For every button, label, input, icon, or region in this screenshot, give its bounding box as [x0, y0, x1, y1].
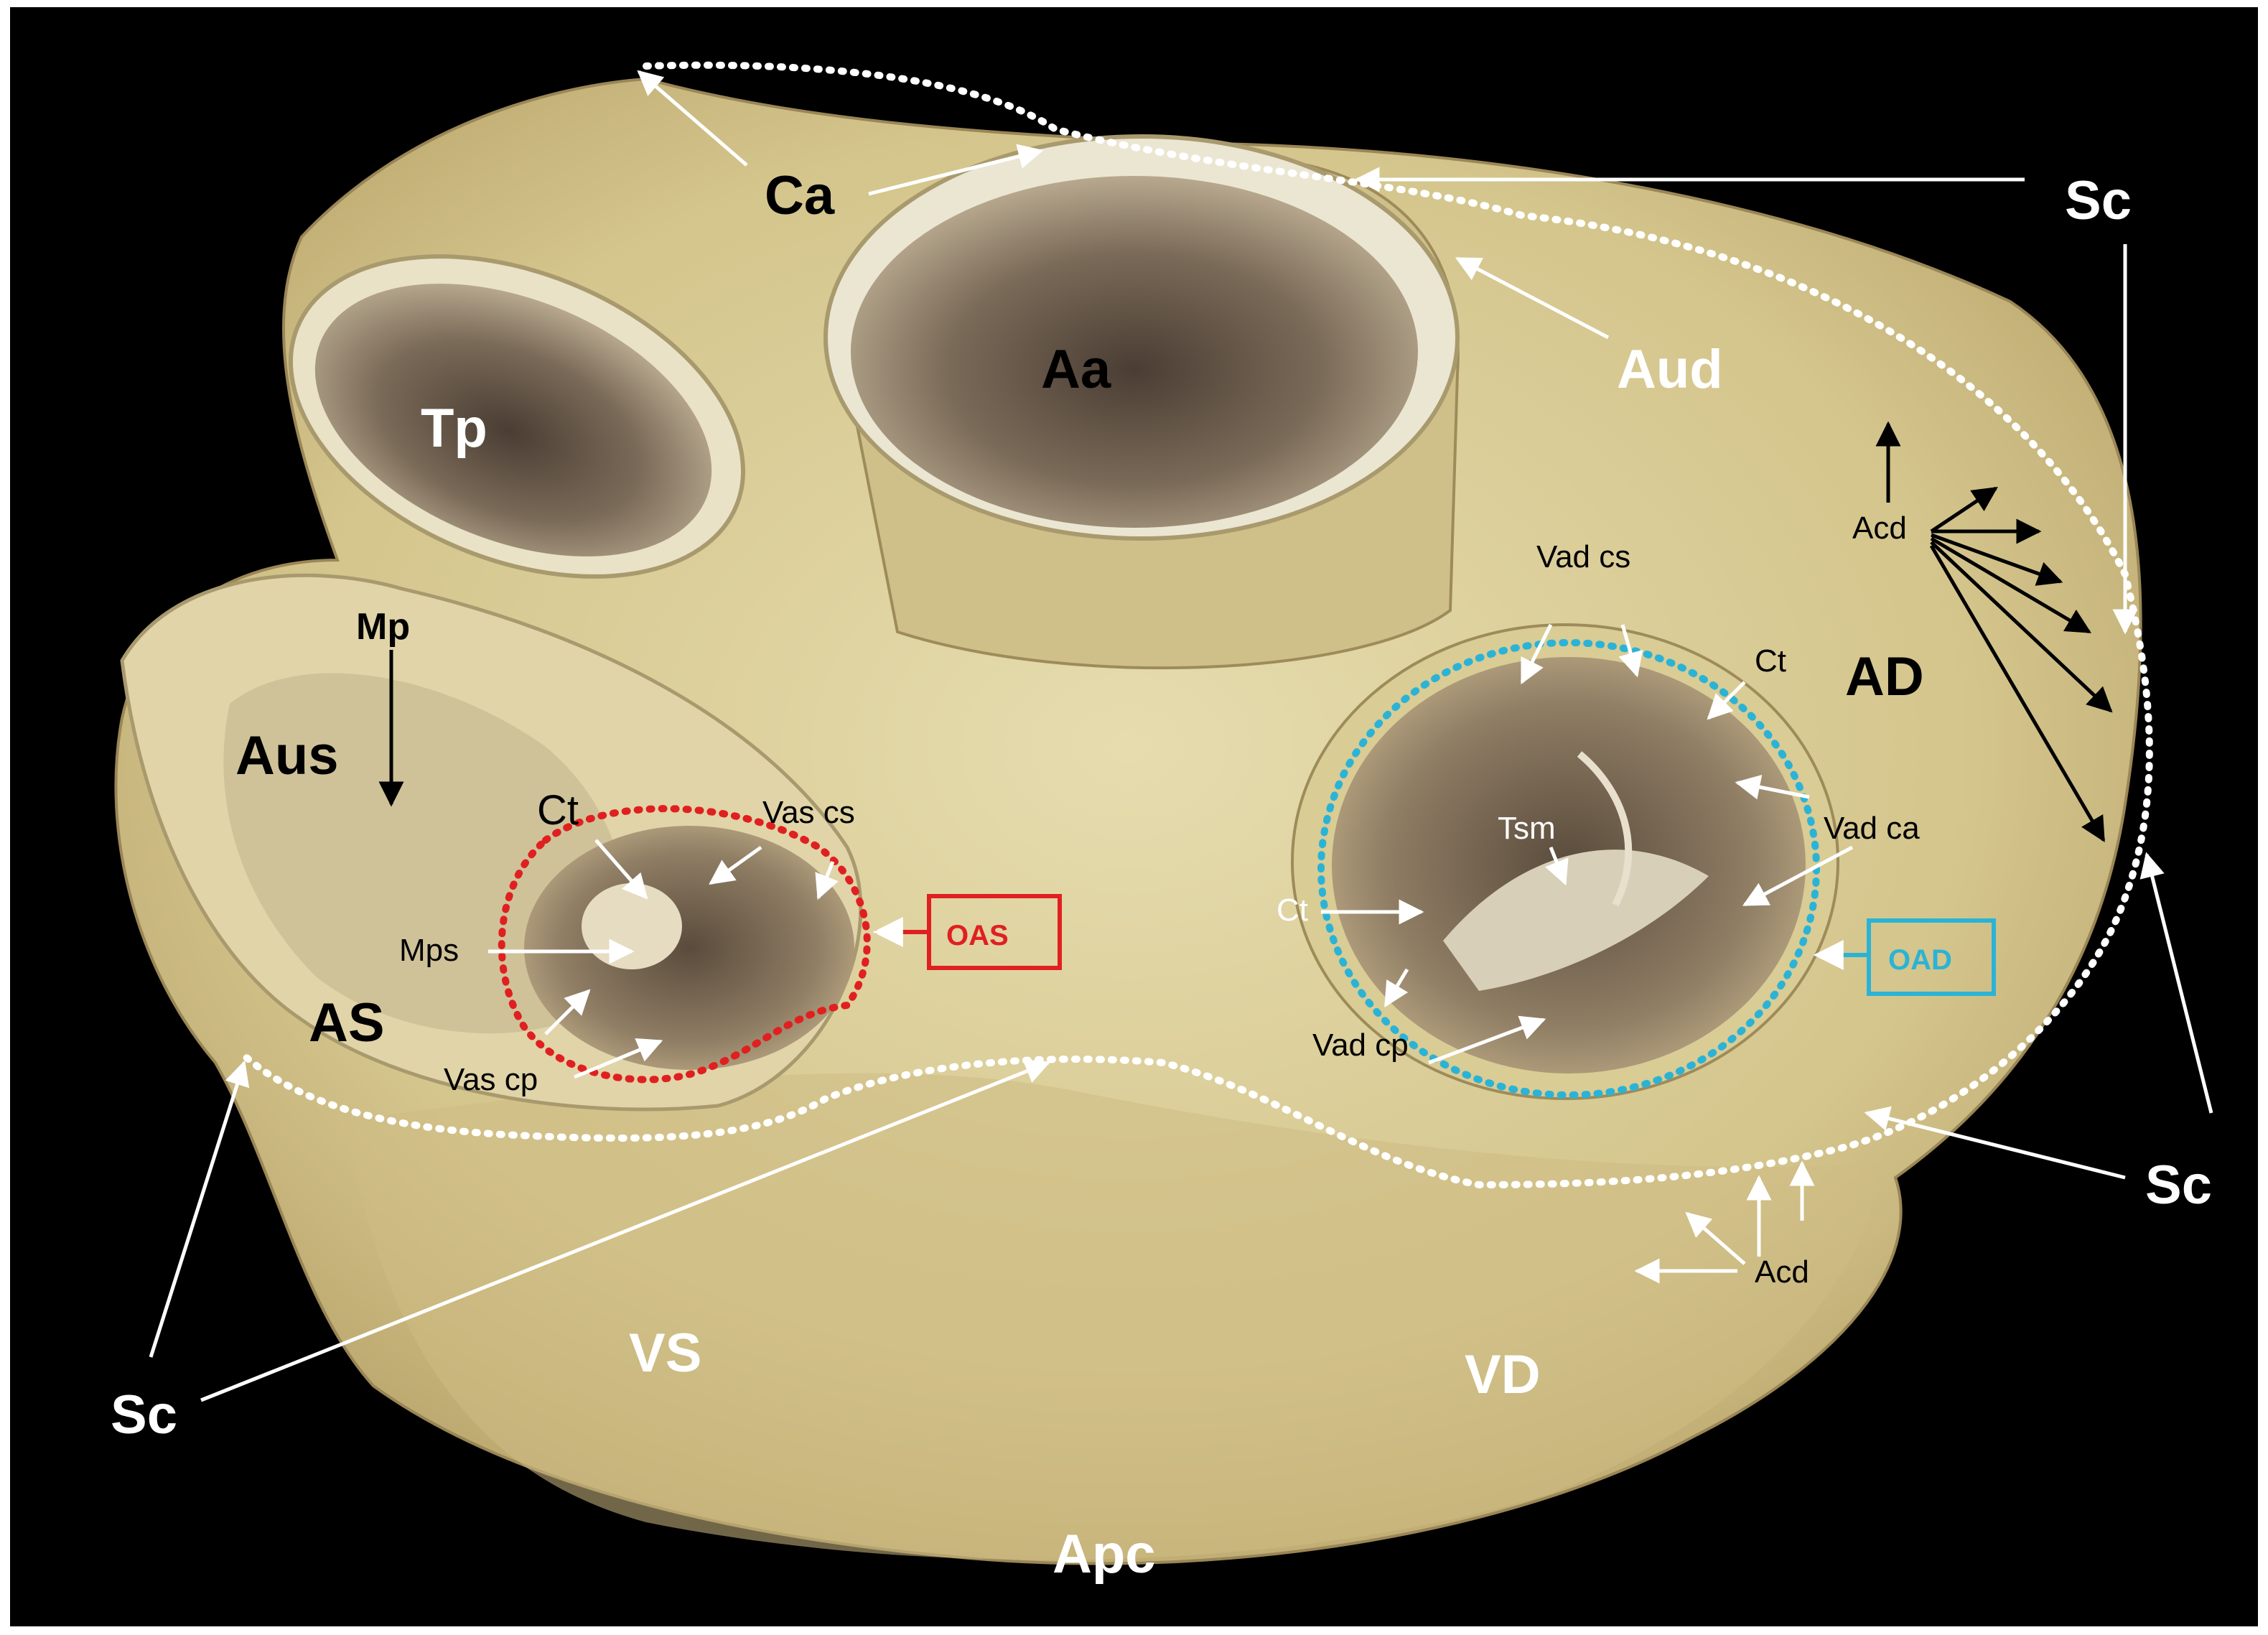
pulmonary-trunk	[288, 254, 746, 579]
label-aus: Aus	[235, 725, 339, 786]
label-ct-mid: Ct	[1277, 893, 1308, 928]
oad-dotted-outline	[1317, 639, 1820, 1099]
arrow-icon	[149, 1060, 250, 1358]
label-vd: VD	[1465, 1344, 1541, 1405]
labels: Ca Sc Aa Tp Aud Mp Aus Acd Vad cs Ct AD …	[111, 165, 2212, 1585]
left-av-orifice	[524, 826, 854, 1070]
label-ct-right: Ct	[1755, 643, 1786, 679]
arrow-icon	[637, 70, 748, 167]
oas-dotted-outline	[498, 805, 871, 1084]
label-mp: Mp	[356, 606, 410, 648]
label-vas-cs: Vas cs	[762, 795, 855, 830]
arrow-icon	[1930, 536, 2092, 634]
arrow-icon	[815, 861, 839, 900]
arrow-icon	[1735, 775, 1810, 800]
sulcus-dotted-outline	[241, 61, 2153, 1189]
label-aud: Aud	[1617, 339, 1723, 400]
arrow-icon	[1864, 1106, 2126, 1180]
label-sc-top: Sc	[2065, 170, 2132, 231]
label-vs: VS	[629, 1323, 701, 1384]
arrow-icon	[1930, 541, 2113, 713]
label-aa: Aa	[1041, 339, 1111, 400]
arrow-icon	[1742, 845, 1854, 907]
arrow-icon	[1930, 486, 1998, 534]
label-oas: OAS	[946, 920, 1009, 951]
label-apc: Apc	[1053, 1524, 1156, 1585]
ventricle-shading	[345, 1073, 1881, 1560]
label-vas-cp: Vas cp	[444, 1062, 538, 1097]
label-as: AS	[309, 992, 385, 1053]
arrow-icon	[1383, 968, 1409, 1008]
label-tp: Tp	[421, 398, 487, 459]
arrow-icon	[1455, 256, 1610, 340]
arrow-icon	[544, 989, 591, 1035]
label-acd-bottom: Acd	[1755, 1254, 1809, 1290]
arrow-icon	[1428, 1015, 1546, 1065]
label-ct-left: Ct	[537, 787, 579, 834]
arrow-icon	[709, 845, 762, 885]
label-ca: Ca	[765, 165, 835, 226]
label-oad: OAD	[1888, 944, 1952, 976]
arrow-icon	[1545, 847, 1569, 886]
arrow-icon	[1707, 681, 1746, 720]
label-ad: AD	[1845, 646, 1924, 707]
label-vad-cs: Vad cs	[1536, 539, 1630, 574]
arrow-icon	[1618, 624, 1643, 678]
arrow-icon	[200, 1059, 1051, 1402]
arrow-icon	[594, 839, 648, 900]
arrow-icon	[1520, 623, 1553, 685]
arrow-icon	[1929, 544, 2106, 843]
arrow-icon	[868, 144, 1044, 196]
arrow-icon	[1931, 533, 2063, 586]
black-arrows	[378, 421, 2113, 843]
white-arrows	[149, 70, 2213, 1402]
arrow-icon	[574, 1038, 663, 1079]
label-vad-ca: Vad ca	[1824, 811, 1920, 846]
label-sc-right: Sc	[2145, 1155, 2212, 1216]
arrow-icon	[2139, 852, 2213, 1114]
ascending-aorta	[823, 134, 1460, 670]
label-mps: Mps	[399, 933, 459, 968]
label-sc-left: Sc	[111, 1384, 177, 1445]
label-vad-cp: Vad cp	[1312, 1028, 1409, 1063]
label-acd-top: Acd	[1852, 511, 1907, 546]
arrow-icon	[1685, 1211, 1746, 1265]
label-tsm: Tsm	[1498, 811, 1556, 846]
